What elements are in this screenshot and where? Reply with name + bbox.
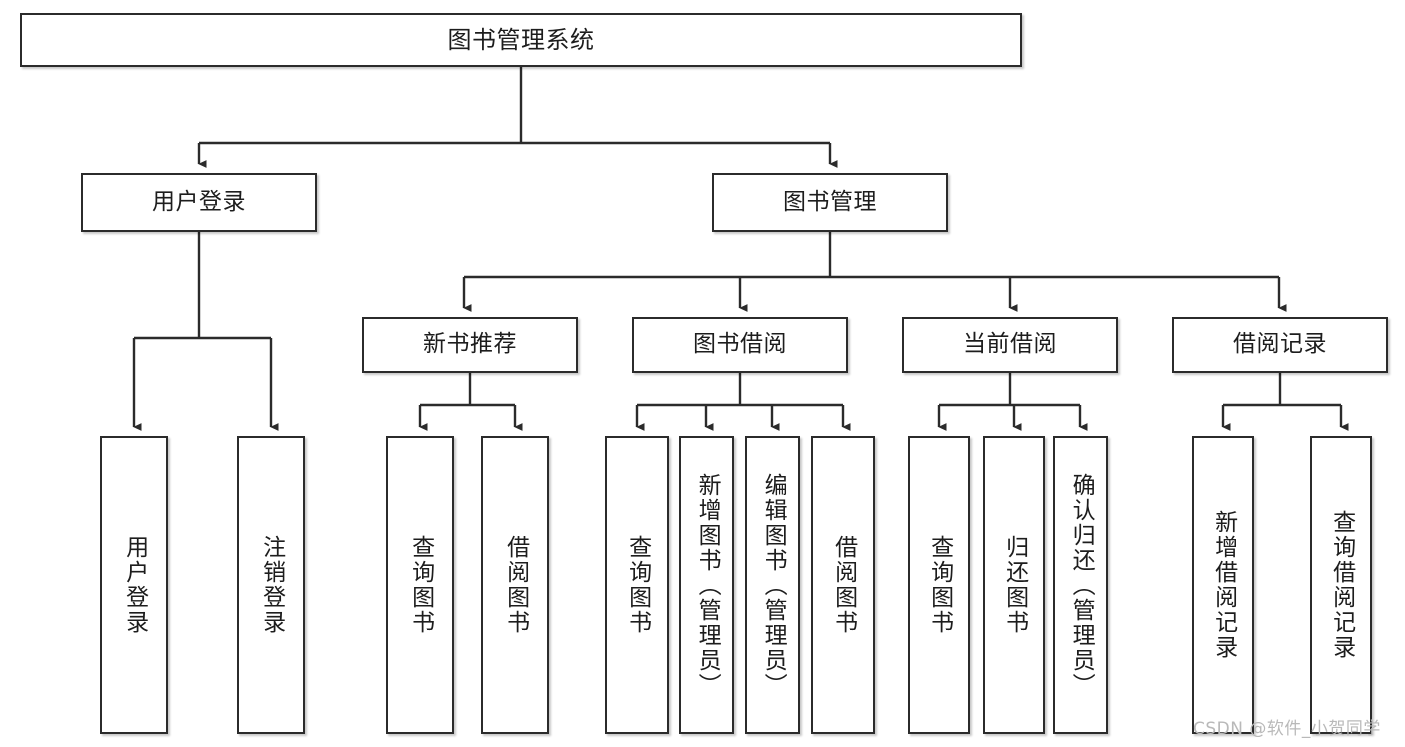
node-leaf-add-book[interactable]: 新增图书（管理员） [679,436,734,734]
node-current-borrow[interactable]: 当前借阅 [902,317,1118,373]
node-label: 新增图书（管理员） [694,472,721,698]
node-leaf-user-login[interactable]: 用户登录 [100,436,168,734]
node-label: 查询图书 [624,535,651,635]
node-leaf-return-book[interactable]: 归还图书 [983,436,1045,734]
node-label: 图书管理系统 [447,25,595,54]
node-label: 注销登录 [258,535,285,635]
node-leaf-add-record[interactable]: 新增借阅记录 [1192,436,1254,734]
node-leaf-query-book-2[interactable]: 查询图书 [605,436,669,734]
node-label: 图书借阅 [693,331,787,358]
node-leaf-query-record[interactable]: 查询借阅记录 [1310,436,1372,734]
node-label: 查询借阅记录 [1328,510,1355,660]
node-label: 查询图书 [926,535,953,635]
node-leaf-logout[interactable]: 注销登录 [237,436,305,734]
node-label: 新书推荐 [423,331,517,358]
node-label: 归还图书 [1001,535,1028,635]
node-root[interactable]: 图书管理系统 [20,13,1022,67]
node-borrow-record[interactable]: 借阅记录 [1172,317,1388,373]
node-leaf-query-book-1[interactable]: 查询图书 [386,436,454,734]
node-label: 当前借阅 [963,331,1057,358]
node-label: 图书管理 [783,188,877,215]
node-label: 用户登录 [121,535,148,635]
node-user-login[interactable]: 用户登录 [81,173,317,232]
node-leaf-edit-book[interactable]: 编辑图书（管理员） [745,436,800,734]
node-label: 借阅图书 [830,535,857,635]
node-label: 借阅图书 [502,535,529,635]
node-label: 查询图书 [407,535,434,635]
node-leaf-confirm-return[interactable]: 确认归还（管理员） [1053,436,1108,734]
node-book-borrow[interactable]: 图书借阅 [632,317,848,373]
node-new-book-rec[interactable]: 新书推荐 [362,317,578,373]
node-leaf-borrow-book-2[interactable]: 借阅图书 [811,436,875,734]
node-label: 新增借阅记录 [1210,510,1237,660]
node-label: 借阅记录 [1233,331,1327,358]
node-leaf-borrow-book-1[interactable]: 借阅图书 [481,436,549,734]
node-label: 用户登录 [152,188,246,215]
node-label: 确认归还（管理员） [1068,472,1095,698]
node-book-manage[interactable]: 图书管理 [712,173,948,232]
node-leaf-query-book-3[interactable]: 查询图书 [908,436,970,734]
node-label: 编辑图书（管理员） [760,472,787,698]
